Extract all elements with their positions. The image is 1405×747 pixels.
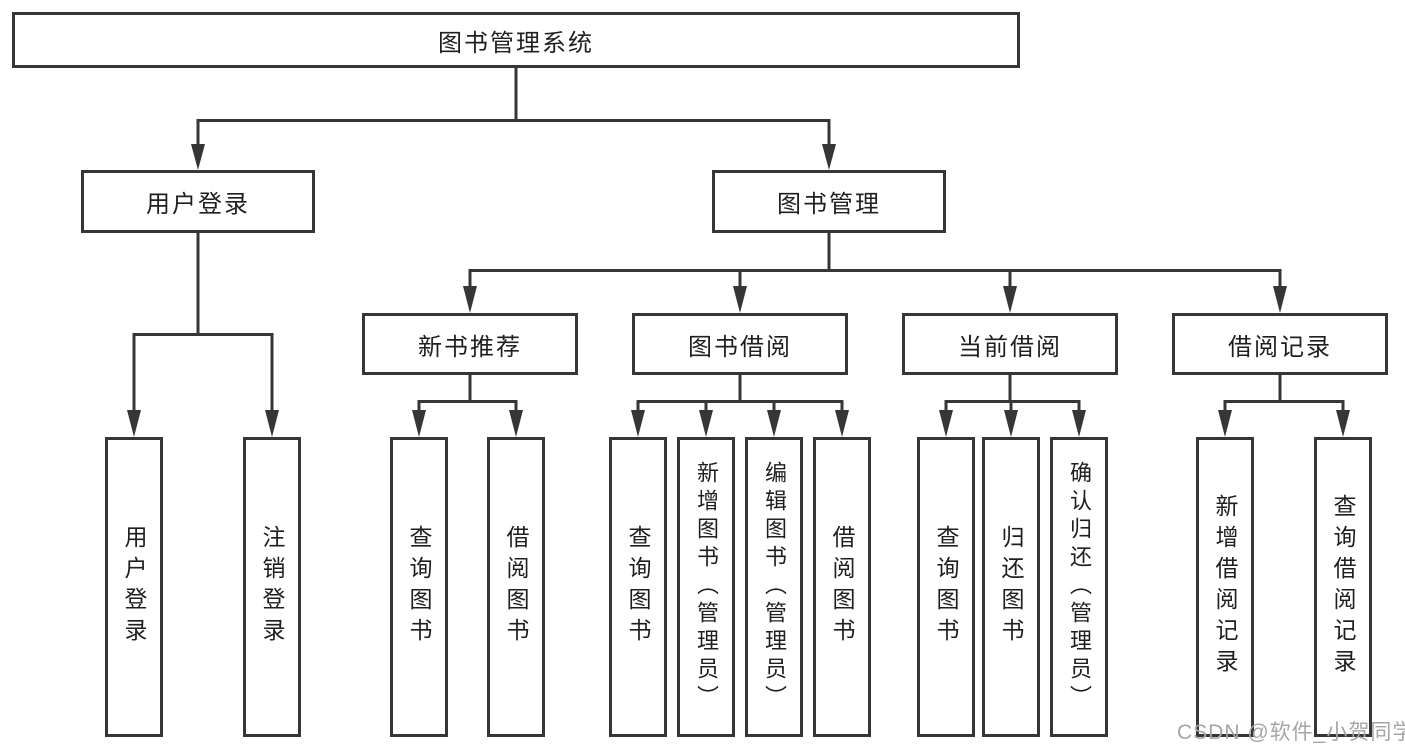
node-current-borrowing: 当前借阅 bbox=[902, 313, 1118, 375]
leaf-query-books-borrowing: 查询图书 bbox=[609, 437, 667, 737]
leaf-borrow-books-recommend: 借阅图书 bbox=[487, 437, 545, 737]
watermark: CSDN @软件_小贺同学 bbox=[1177, 721, 1405, 744]
leaf-borrow-books-borrowing: 借阅图书 bbox=[813, 437, 871, 737]
leaf-query-books-current: 查询图书 bbox=[917, 437, 975, 737]
leaf-user-login: 用户登录 bbox=[105, 437, 163, 737]
leaf-logout: 注销登录 bbox=[243, 437, 301, 737]
leaf-query-books-recommend: 查询图书 bbox=[390, 437, 448, 737]
leaf-edit-book-admin: 编辑图书（管理员） bbox=[745, 437, 803, 737]
node-new-book-recommend: 新书推荐 bbox=[362, 313, 578, 375]
leaf-confirm-return-admin: 确认归还（管理员） bbox=[1050, 437, 1108, 737]
leaf-add-borrow-record: 新增借阅记录 bbox=[1196, 437, 1254, 737]
leaf-add-book-admin: 新增图书（管理员） bbox=[677, 437, 735, 737]
node-book-management: 图书管理 bbox=[712, 170, 946, 233]
node-user-login: 用户登录 bbox=[81, 170, 315, 233]
leaf-return-book: 归还图书 bbox=[982, 437, 1040, 737]
node-borrowing-records: 借阅记录 bbox=[1172, 313, 1388, 375]
leaf-query-borrow-record: 查询借阅记录 bbox=[1314, 437, 1372, 737]
node-library-management-system: 图书管理系统 bbox=[12, 12, 1020, 68]
node-book-borrowing: 图书借阅 bbox=[632, 313, 848, 375]
